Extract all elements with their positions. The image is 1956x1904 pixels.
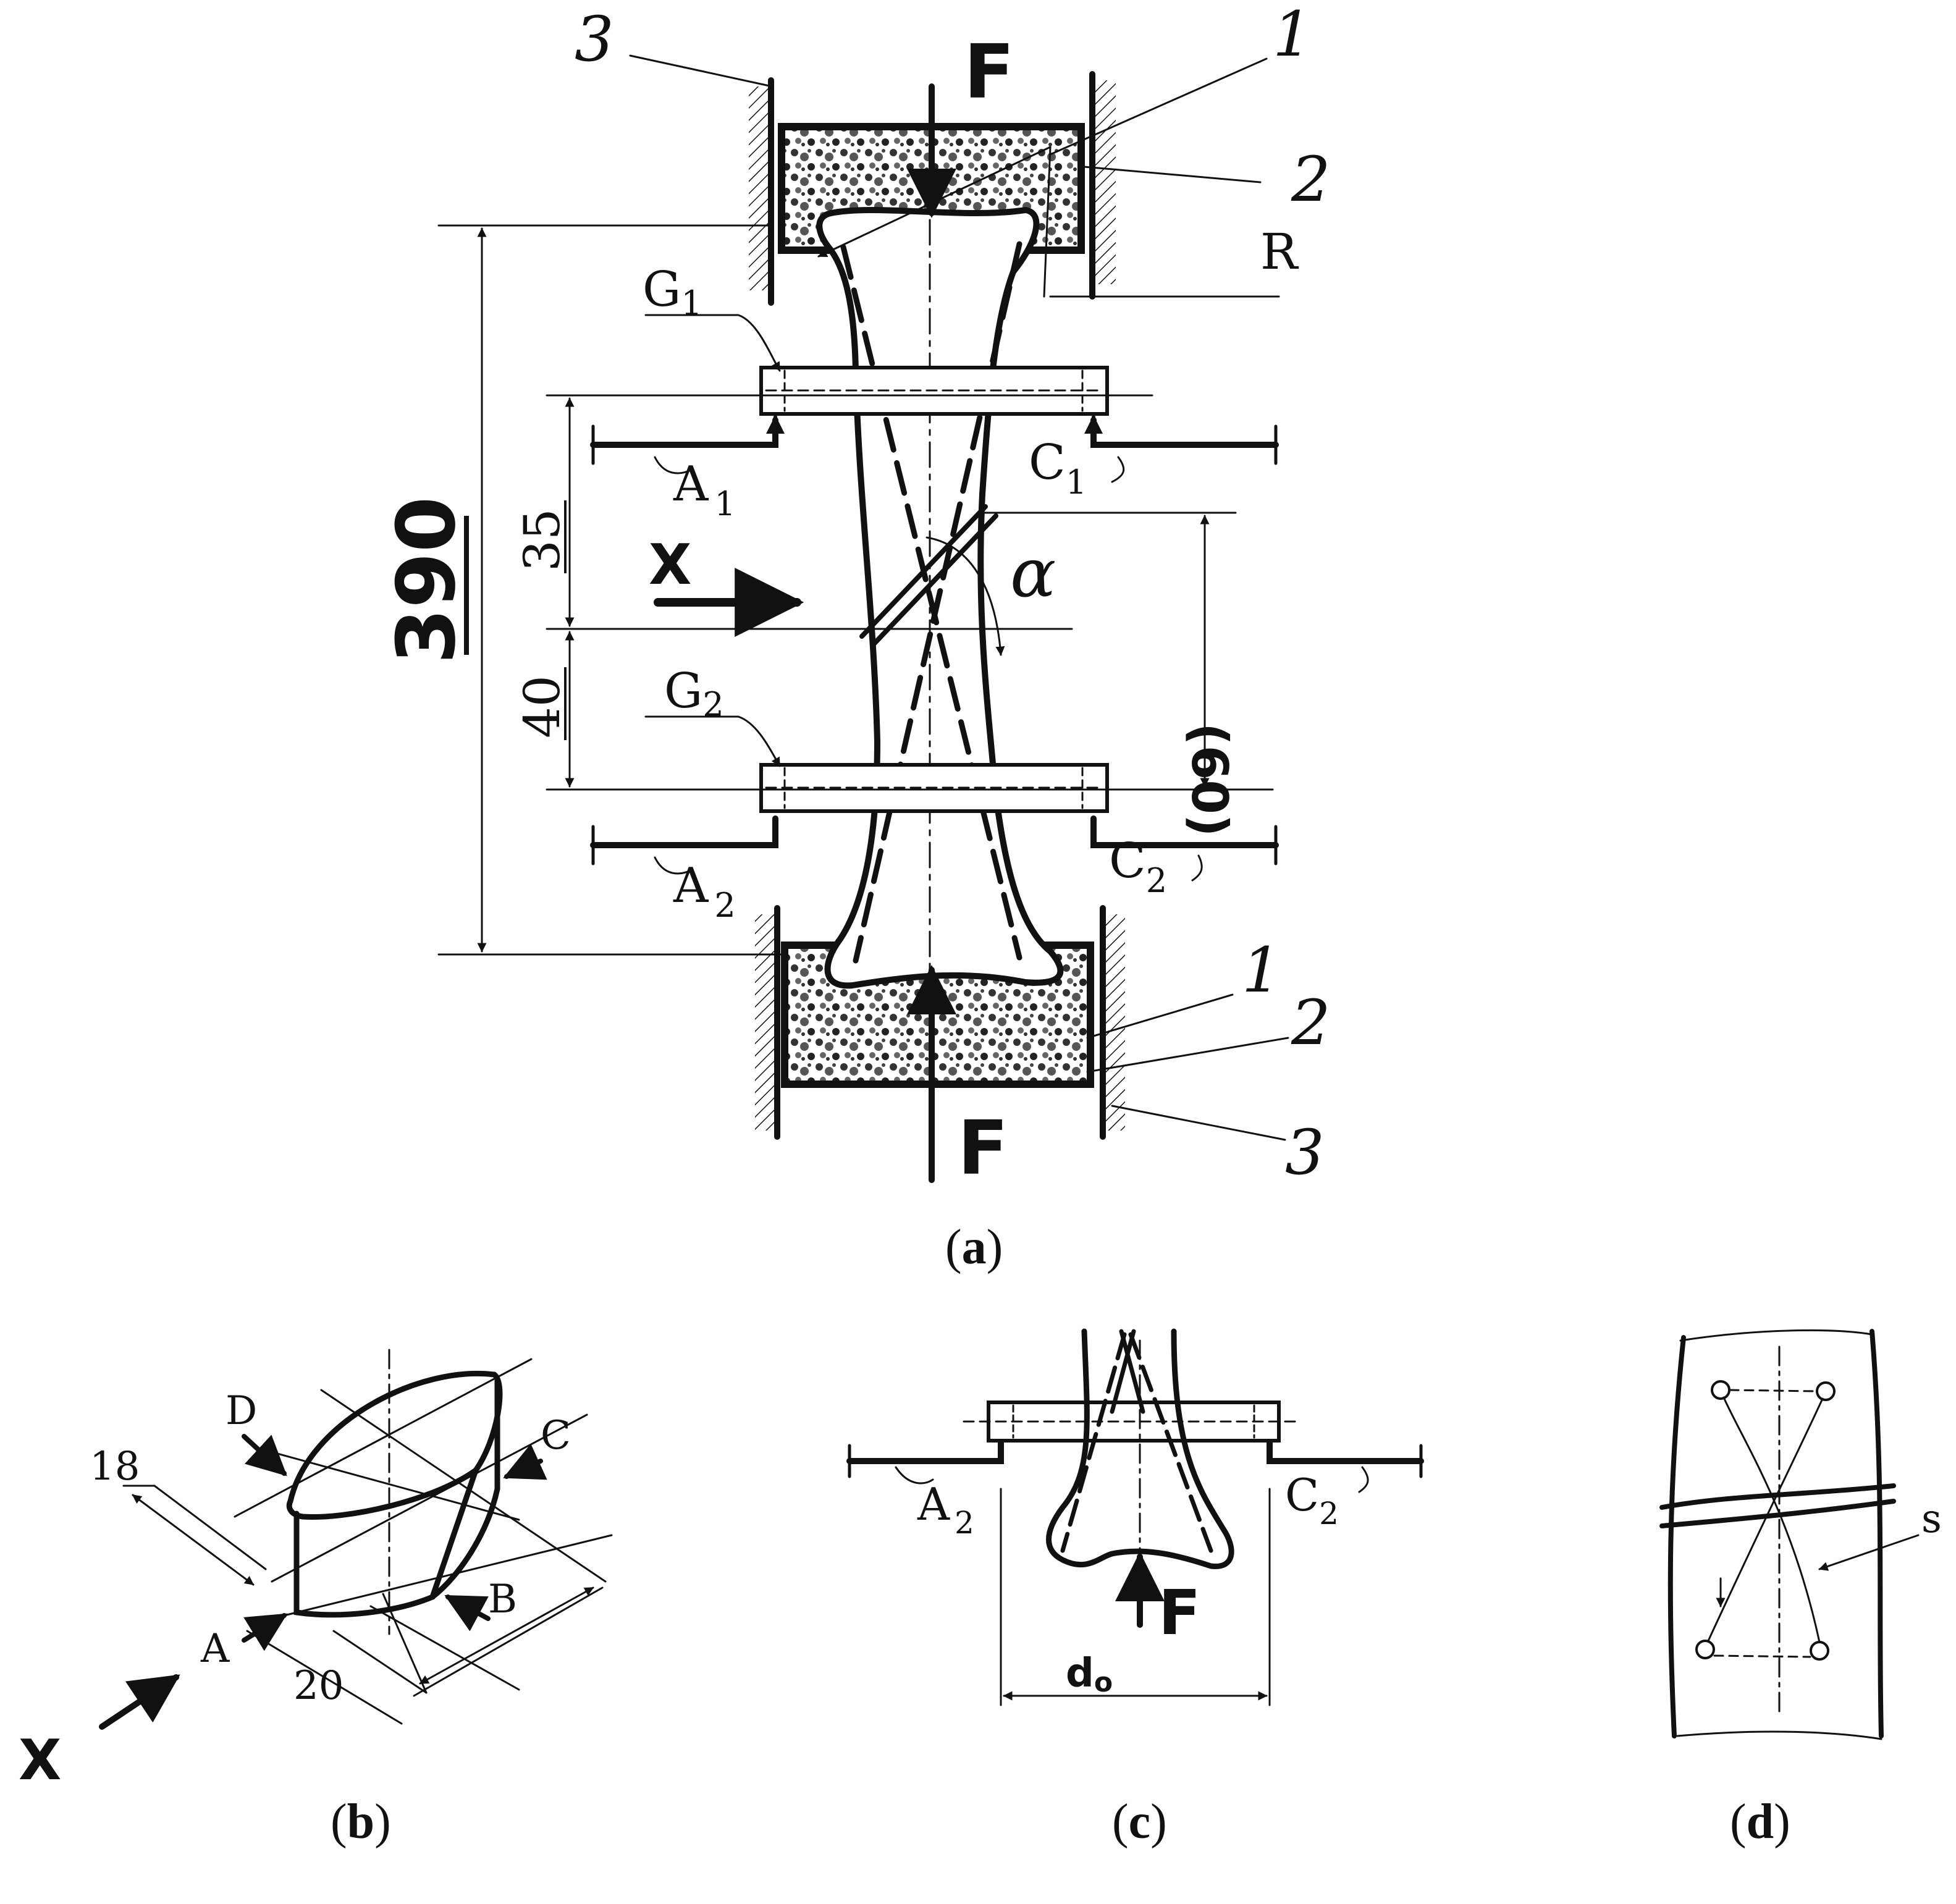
- panel-a: [437, 54, 1289, 1183]
- supports-row-1: [590, 415, 1279, 465]
- dim-18: 18: [90, 1444, 140, 1489]
- hole-tr: [1816, 1381, 1836, 1401]
- view-label-x: X: [649, 533, 691, 597]
- specimen-d-right: [1870, 1329, 1884, 1738]
- dim-40: 40: [513, 675, 571, 738]
- label-c: C: [541, 1413, 571, 1459]
- label-b: B: [488, 1577, 517, 1622]
- caption-d: (d): [1730, 1795, 1790, 1849]
- label-d: D: [226, 1388, 257, 1434]
- label-2-bottom: 2: [1291, 987, 1331, 1059]
- label-c2-c: C2: [1285, 1469, 1339, 1531]
- label-g1: G1: [643, 262, 702, 322]
- radius-label: R: [1260, 223, 1299, 280]
- label-c1: C1: [1029, 435, 1087, 502]
- label-a: A: [200, 1626, 230, 1672]
- force-label-c: F: [1158, 1577, 1200, 1649]
- hole-tl: [1711, 1380, 1730, 1400]
- leader-lines: [629, 54, 1289, 1141]
- supports-row-2: [590, 815, 1279, 866]
- arrow-a: [242, 1613, 288, 1651]
- label-2-top: 2: [1291, 143, 1331, 216]
- force-label-top: F: [964, 30, 1014, 116]
- dim-60: (60): [1181, 723, 1238, 836]
- panel-d-labels: s (d): [1730, 1496, 1942, 1849]
- label-1-top: 1: [1273, 0, 1312, 70]
- hole-br: [1810, 1641, 1829, 1661]
- panel-c: [846, 1328, 1424, 1706]
- screw-d-2: [1707, 1397, 1824, 1642]
- specimen-d-bottom-edge: [1676, 1730, 1882, 1740]
- label-1-bottom: 1: [1242, 934, 1281, 1006]
- specimen-top-face: [286, 1370, 503, 1520]
- dim-18-line: [132, 1494, 255, 1586]
- force-label-bottom: F: [958, 1106, 1008, 1192]
- screw-path-2: [853, 241, 1022, 964]
- label-3-bottom: 3: [1285, 1116, 1325, 1189]
- arrow-d: [242, 1434, 287, 1476]
- panel-b-labels: D C B A 18 20 X (b): [19, 1388, 571, 1849]
- supports-c: [846, 1439, 1424, 1478]
- osteotomy-cut: [859, 504, 998, 648]
- caption-c: (c): [1112, 1795, 1167, 1849]
- dim-20: 20: [293, 1663, 344, 1709]
- screw-c-solid-2: [1110, 1329, 1136, 1414]
- view-label-x-b: X: [19, 1728, 61, 1793]
- caption-a: (a): [945, 1220, 1003, 1274]
- label-3-top: 3: [575, 3, 614, 75]
- screw-c-solid-1: [1119, 1329, 1145, 1414]
- dimension-lines: [437, 146, 1280, 956]
- label-g2: G2: [664, 663, 724, 724]
- specimen-d-left: [1667, 1335, 1686, 1738]
- arrow-x-b: [99, 1674, 180, 1730]
- specimen-d-top-edge: [1679, 1329, 1873, 1342]
- dim-390: 390: [379, 497, 473, 664]
- hole-bl: [1695, 1640, 1715, 1659]
- dim-do: do: [1066, 1651, 1113, 1698]
- clamp-c: [963, 1401, 1299, 1443]
- screw-path-1: [840, 244, 1022, 961]
- arrow-b: [444, 1594, 491, 1632]
- arrow-c: [503, 1444, 547, 1480]
- angle-label: α: [1010, 533, 1056, 612]
- osteotomy-d-2: [1659, 1499, 1896, 1528]
- specimen-side: [293, 1467, 479, 1618]
- clamp-g2: [759, 763, 1109, 813]
- label-c2: C2: [1109, 833, 1167, 900]
- label-s: s: [1921, 1496, 1942, 1542]
- panel-d: [1659, 1329, 1920, 1740]
- dim-35: 35: [513, 508, 571, 571]
- clamp-g1: [759, 366, 1109, 416]
- dim-20-line: [419, 1586, 594, 1685]
- panel-b: [99, 1349, 613, 1730]
- osteotomy-d-1: [1659, 1483, 1896, 1510]
- caption-b: (b): [331, 1795, 391, 1849]
- screw-d-1: [1722, 1396, 1821, 1643]
- leader-s: [1818, 1534, 1920, 1571]
